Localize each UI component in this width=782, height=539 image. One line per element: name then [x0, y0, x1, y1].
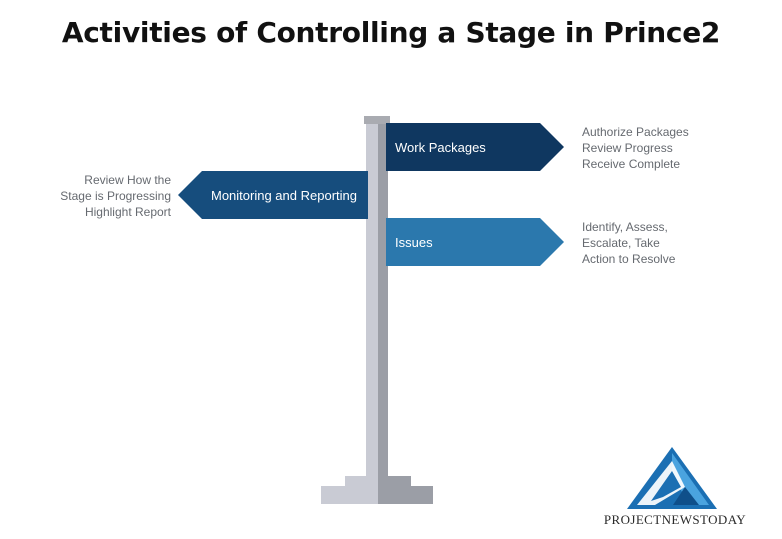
- monitoring-description: Review How the Stage is Progressing High…: [20, 172, 171, 220]
- sign-label: Issues: [395, 234, 433, 250]
- sign-monitoring-and-reporting: Monitoring and Reporting: [178, 171, 368, 219]
- description-line: Highlight Report: [84, 205, 171, 219]
- pole-left-face: [366, 124, 378, 484]
- pole-base-right: [378, 486, 433, 504]
- sign-work-packages: Work Packages: [386, 123, 564, 171]
- description-line: Authorize Packages: [582, 125, 689, 139]
- page-title: Activities of Controlling a Stage in Pri…: [61, 16, 721, 49]
- triangle-logo-icon: [627, 447, 717, 509]
- pole-base-step-right: [378, 476, 411, 486]
- pole-base-left: [321, 486, 378, 504]
- brand-name: PROJECTNEWSTODAY: [603, 512, 747, 527]
- pole-right-face: [378, 124, 388, 484]
- sign-label: Monitoring and Reporting: [211, 187, 357, 203]
- description-line: Receive Complete: [582, 157, 681, 171]
- issues-description: Identify, Assess, Escalate, Take Action …: [582, 219, 675, 267]
- description-line: Action to Resolve: [582, 252, 676, 266]
- description-line: Escalate, Take: [582, 236, 660, 250]
- pole-base-step-left: [345, 476, 378, 486]
- pole-cap: [364, 116, 390, 124]
- description-line: Identify, Assess,: [582, 220, 668, 234]
- description-line: Review Progress: [582, 141, 673, 155]
- description-line: Stage is Progressing: [60, 189, 171, 203]
- sign-label: Work Packages: [395, 139, 486, 155]
- description-line: Review How the: [84, 173, 171, 187]
- work-packages-description: Authorize Packages Review Progress Recei…: [582, 124, 689, 172]
- sign-issues: Issues: [386, 218, 564, 266]
